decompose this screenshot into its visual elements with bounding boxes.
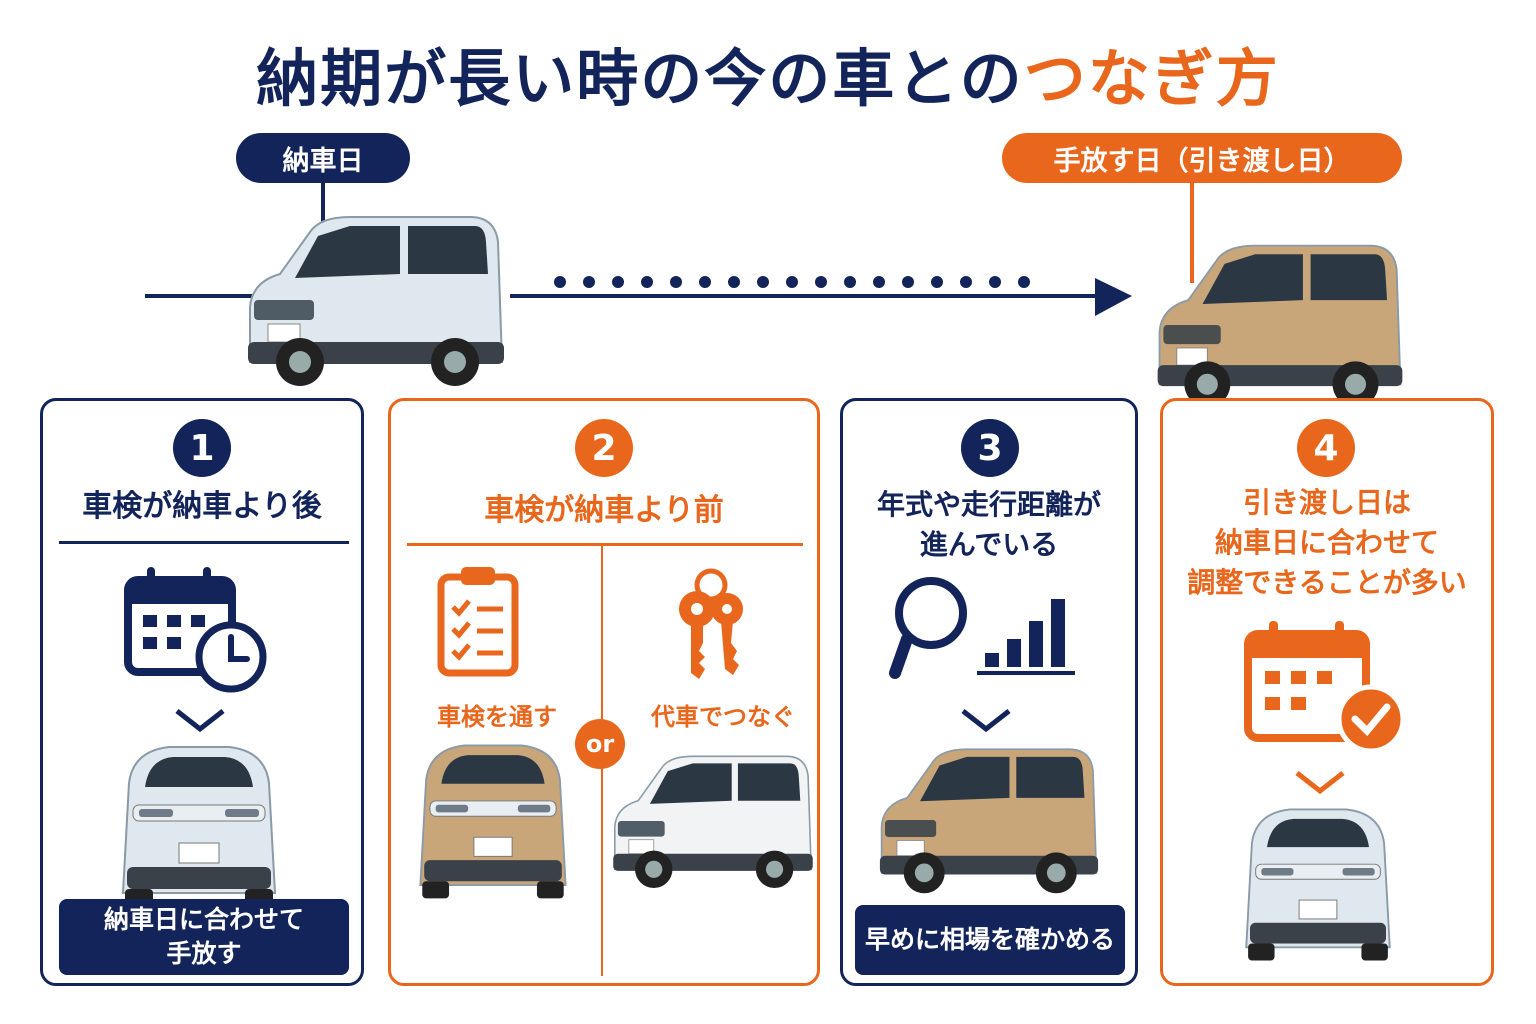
handover-date-connector bbox=[1190, 183, 1194, 283]
case-number-3: 3 bbox=[961, 419, 1019, 477]
magnifier-chart-icon bbox=[889, 577, 1075, 679]
car-image-2b bbox=[612, 755, 814, 889]
action-button-3[interactable]: 早めに相場を確かめる bbox=[855, 905, 1125, 975]
chevron-down-icon bbox=[961, 709, 1011, 733]
case-heading-1: 車検が納車より後 bbox=[82, 489, 322, 524]
current-car-image bbox=[1156, 244, 1404, 409]
car-image-2a bbox=[419, 744, 567, 900]
car-image-4 bbox=[1245, 808, 1391, 962]
car-image-3 bbox=[879, 748, 1099, 895]
keys-icon bbox=[679, 568, 743, 679]
case-number-1: 1 bbox=[173, 419, 231, 477]
case-card-4: 4 引き渡し日は 納車日に合わせて 調整できることが多い bbox=[1160, 398, 1494, 986]
case-card-1: 1 車検が納車より後 納車日に合わせて 手放す bbox=[40, 398, 364, 986]
divider bbox=[59, 541, 349, 544]
title-main-text: 納期が長い時の今の車との bbox=[256, 42, 1024, 115]
case-heading-4: 引き渡し日は 納車日に合わせて 調整できることが多い bbox=[1187, 486, 1467, 599]
title-accent-text: つなぎ方 bbox=[1023, 42, 1280, 115]
checklist-icon bbox=[437, 567, 519, 677]
handover-date-label: 手放す日（引き渡し日） bbox=[1002, 133, 1402, 183]
chevron-down-icon bbox=[1295, 771, 1345, 795]
case-heading-2: 車検が納車より前 bbox=[484, 493, 724, 528]
action-button-1[interactable]: 納車日に合わせて 手放す bbox=[59, 899, 349, 975]
case-card-3: 3 年式や走行距離が 進んでいる 早めに相場を確かめる bbox=[840, 398, 1138, 986]
option-b-label: 代車でつなぐ bbox=[651, 703, 795, 731]
case-heading-3: 年式や走行距離が 進んでいる bbox=[876, 488, 1101, 561]
new-car-image bbox=[247, 216, 505, 387]
page-title: 納期が長い時の今の車とのつなぎ方 bbox=[0, 28, 1536, 118]
calendar-check-icon bbox=[1244, 621, 1406, 754]
case-card-2: 2 車検が納車より前 車検を通す 代車でつなぐ or bbox=[388, 398, 820, 986]
chevron-down-icon bbox=[175, 709, 225, 733]
case-number-4: 4 bbox=[1297, 419, 1355, 477]
option-a-label: 車検を通す bbox=[437, 703, 557, 731]
timeline-arrow bbox=[145, 276, 1132, 316]
car-image-1 bbox=[122, 746, 276, 908]
delivery-date-label: 納車日 bbox=[236, 133, 410, 183]
calendar-clock-icon bbox=[124, 567, 267, 693]
delivery-date-connector bbox=[321, 183, 325, 228]
divider bbox=[407, 543, 803, 546]
or-badge: or bbox=[575, 719, 625, 769]
case-number-2: 2 bbox=[575, 419, 633, 477]
